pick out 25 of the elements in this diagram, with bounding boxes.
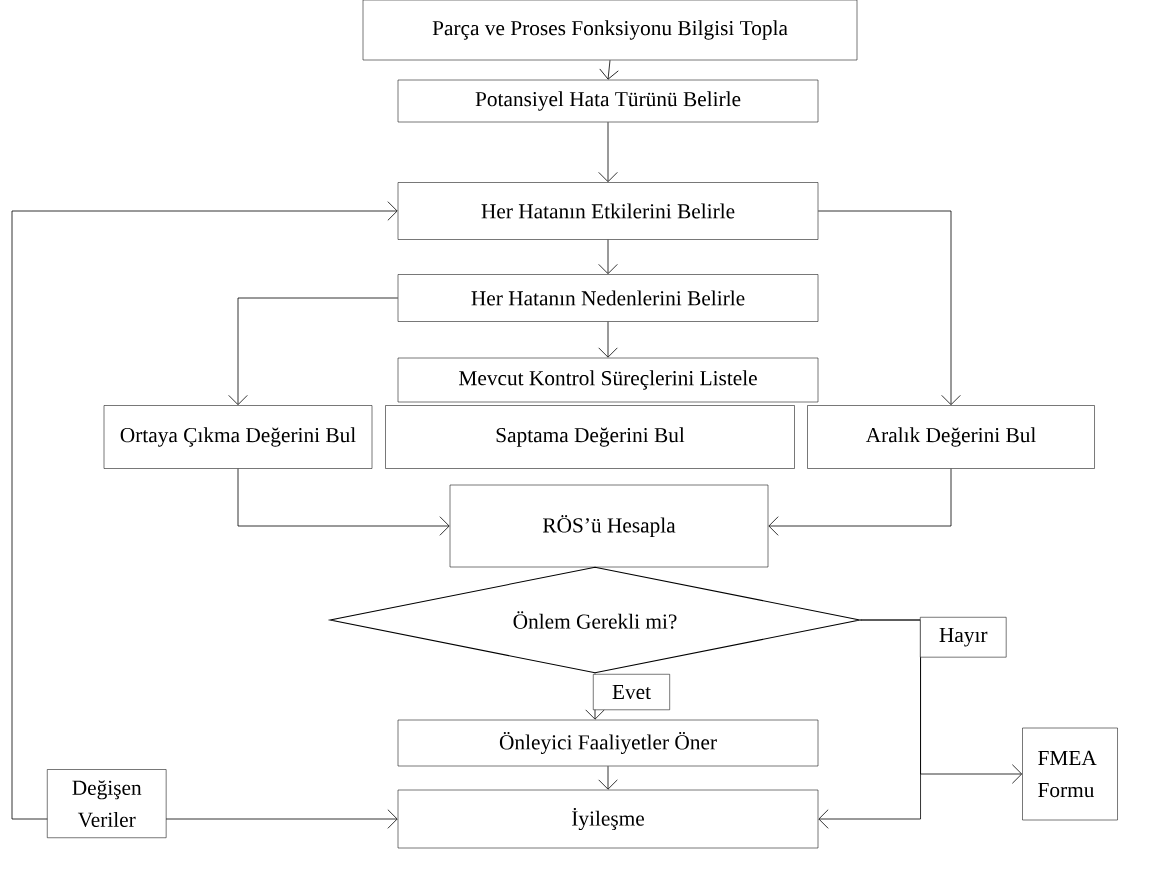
process-box: Aralık Değerini Bul [807,405,1095,469]
arrow [598,321,618,358]
process-box: Her Hatanın Nedenlerini Belirle [397,274,819,322]
process-box: RÖS’ü Hesapla [449,484,769,568]
process-box: FMEA Formu [1022,727,1118,821]
process-box: Parça ve Proses Fonksiyonu Bilgisi Topla [362,0,858,61]
process-box: Saptama Değerini Bul [385,405,795,469]
process-box: Önleyici Faaliyetler Öner [397,719,819,767]
arrow [228,297,399,406]
process-box: Potansiyel Hata Türünü Belirle [397,79,819,123]
arrow [598,239,618,275]
process-box: Her Hatanın Etkilerini Belirle [397,182,819,240]
arrow [598,765,618,790]
arrow [11,201,398,829]
arrow [237,468,450,536]
arrow [817,210,961,406]
arrow [598,121,618,183]
arrow [860,619,1023,784]
process-box: İyileşme [397,789,819,849]
edge-label: Değişen Veriler [47,769,167,838]
edge-label: Hayır [920,617,1007,658]
process-box: Ortaya Çıkma Değerini Bul [103,405,373,469]
arrow [768,468,952,536]
process-box: Mevcut Kontrol Süreçlerini Listele [397,357,819,403]
edge-label: Evet [593,674,670,711]
